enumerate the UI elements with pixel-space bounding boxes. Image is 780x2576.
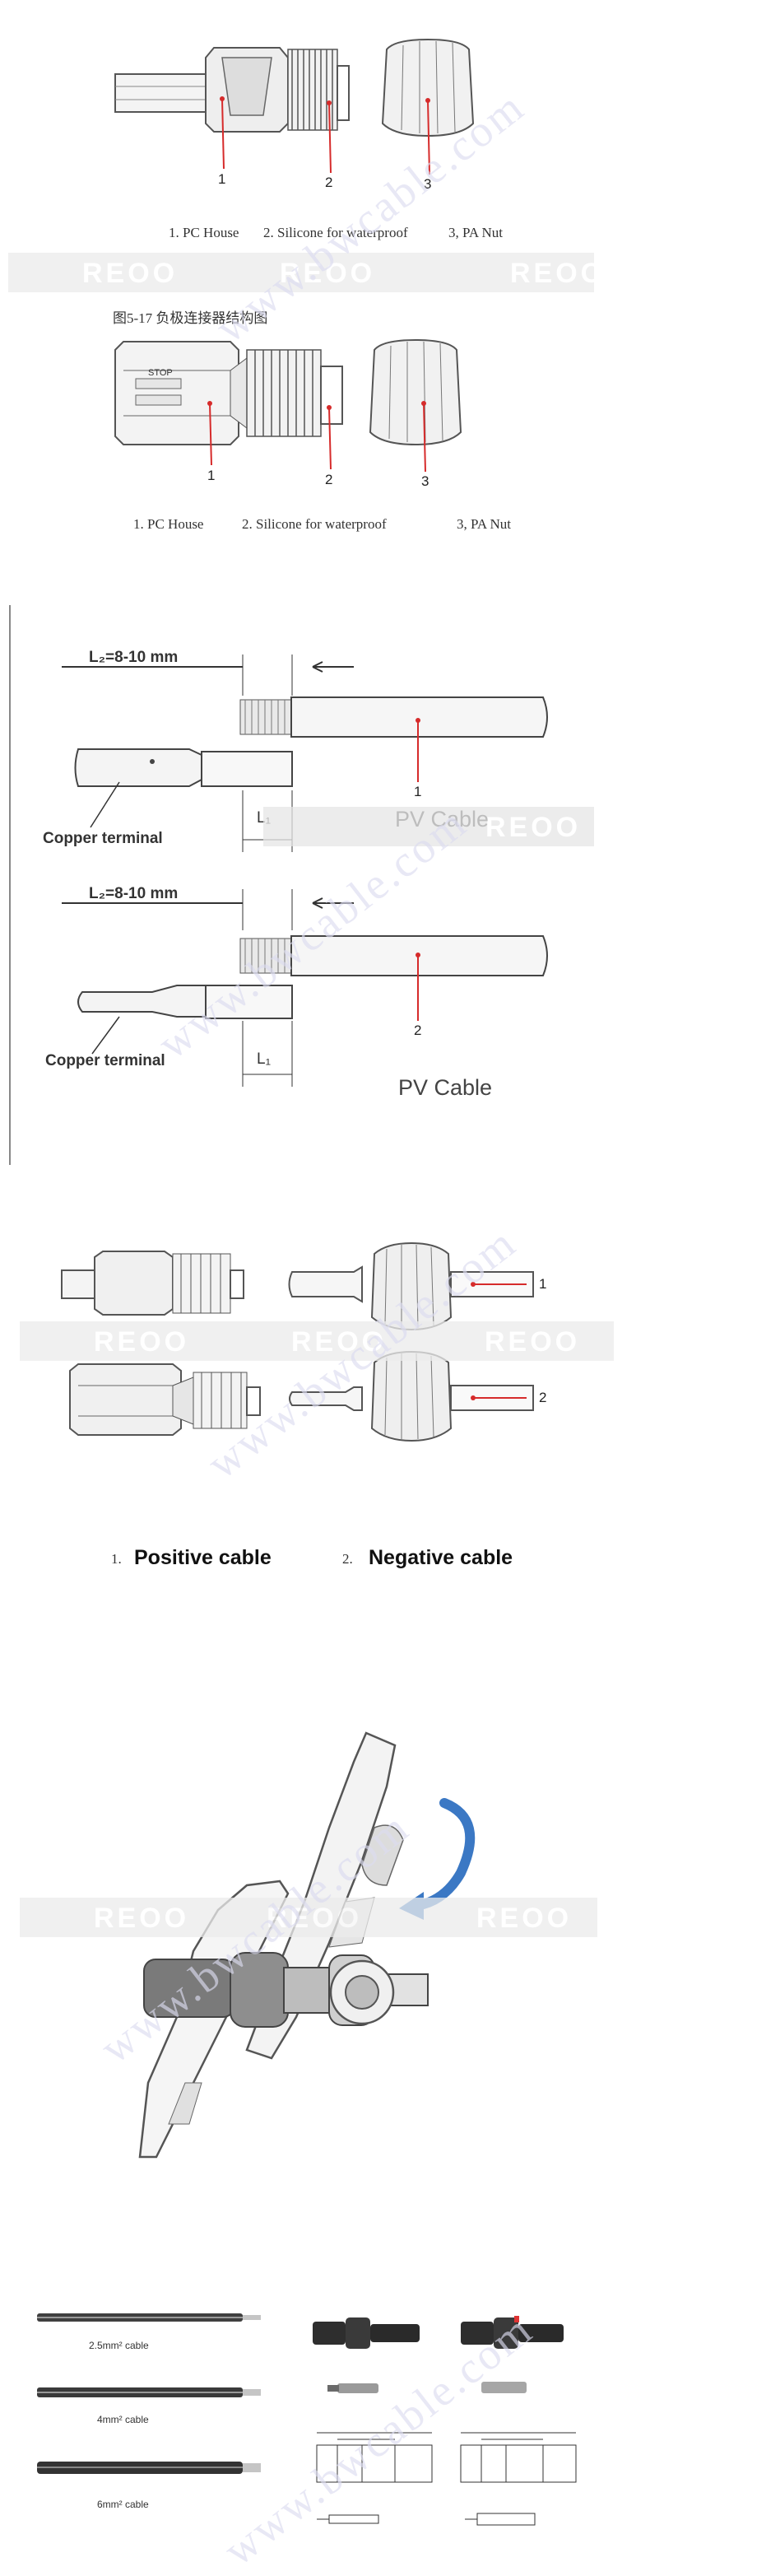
assembly-drawing [61, 1241, 534, 1442]
figure-1-caption-2: 2. Silicone for waterproof [263, 225, 408, 240]
assembly-caption-2-number: 2. [342, 1551, 353, 1567]
strip-copper-terminal-label-upper: Copper terminal [43, 830, 163, 847]
assembly-caption-1: Positive cable [134, 1546, 272, 1569]
cable-label-2-5mm: 2.5mm² cable [89, 2340, 149, 2351]
watermark-band-text: REOO [280, 258, 376, 289]
watermark-band-text: REOO [94, 1903, 190, 1934]
watermark-band: REOO REOO REOO [20, 1898, 597, 1937]
strip-copper-terminal-label-lower: Copper terminal [45, 1052, 165, 1069]
watermark-band-text: REOO [485, 812, 582, 843]
strip-diagram-frame [9, 605, 548, 1165]
figure-1-callout-3: 3 [424, 176, 432, 192]
figure-2-callout-2: 2 [325, 472, 333, 487]
watermark-band-text: REOO [82, 258, 179, 289]
watermark-band-text: REOO [510, 258, 606, 289]
assembly-caption-1-number: 1. [111, 1551, 122, 1567]
watermark-band-text: REOO [476, 1903, 573, 1934]
figure-2-housing-stop-text: STOP [148, 368, 173, 378]
watermark-band: REOO REOO REOO [8, 253, 602, 292]
cable-label-6mm: 6mm² cable [97, 2499, 149, 2510]
figure-2-callout-1: 1 [207, 468, 216, 483]
figure-1-callout-2: 2 [325, 175, 333, 190]
strip-callout-2: 2 [414, 1022, 422, 1038]
cable-label-4mm: 4mm² cable [97, 2414, 149, 2425]
assembly-caption-2: Negative cable [369, 1546, 513, 1569]
watermark-band: REOO [263, 807, 594, 846]
figure-1-drawing [114, 38, 475, 175]
cable-samples [37, 2313, 261, 2474]
figure-2-caption-1: 1. PC House [133, 516, 204, 532]
strip-l2-label-lower: L₂=8-10 mm [89, 885, 179, 902]
product-technical-drawings [313, 2316, 577, 2526]
figure-1-caption-1: 1. PC House [169, 225, 239, 240]
figure-2-drawing [114, 338, 462, 473]
figure-1-callout-1: 1 [218, 171, 226, 187]
strip-pv-cable-label-lower: PV Cable [398, 1075, 493, 1100]
watermark-band-text: REOO [94, 1326, 190, 1358]
watermark-band-text: REOO [267, 1903, 363, 1934]
assembly-callout-1: 1 [539, 1276, 547, 1292]
figure-2-caption-3: 3, PA Nut [457, 516, 511, 532]
strip-l1-label-lower: L₁ [257, 1050, 271, 1068]
strip-callout-1: 1 [414, 784, 422, 799]
assembly-callout-2: 2 [539, 1390, 547, 1405]
figure-1-caption-3: 3, PA Nut [448, 225, 503, 240]
wrench-drawing [138, 1731, 476, 2159]
watermark-band: REOO REOO REOO [20, 1321, 614, 1361]
watermark-band-text: REOO [291, 1326, 388, 1358]
watermark-band-text: REOO [485, 1326, 581, 1358]
figure-2-caption-2: 2. Silicone for waterproof [242, 516, 387, 532]
figure-2-callout-3: 3 [421, 473, 429, 489]
figure-2-title: 图5-17 负极连接器结构图 [113, 310, 268, 326]
strip-l2-label-upper: L₂=8-10 mm [89, 649, 179, 666]
